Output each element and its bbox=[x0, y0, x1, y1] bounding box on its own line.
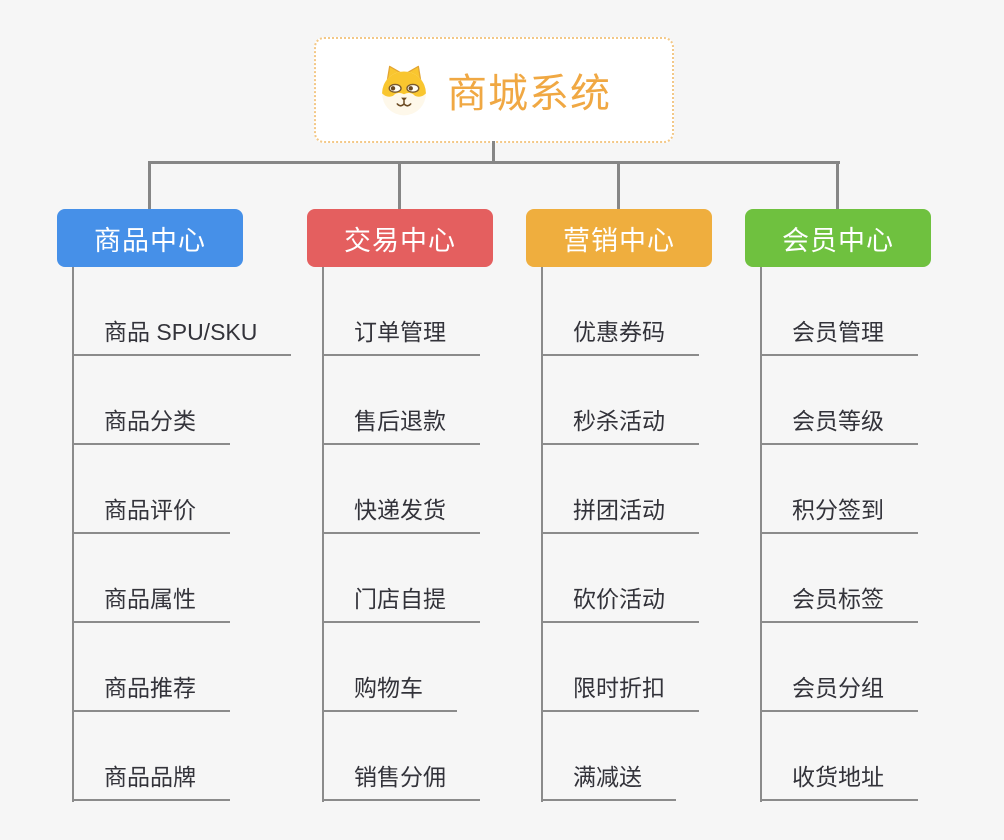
connector-root-stub bbox=[492, 141, 495, 164]
connector-branch-stub bbox=[398, 161, 401, 210]
connector-trunk bbox=[72, 267, 74, 802]
leaf-label: 限时折扣 bbox=[541, 669, 699, 712]
leaf-node[interactable]: 商品 SPU/SKU bbox=[72, 267, 292, 356]
leaf-label: 快递发货 bbox=[322, 491, 480, 534]
leaf-label: 会员标签 bbox=[760, 580, 918, 623]
connector-trunk bbox=[760, 267, 762, 802]
root-title: 商城系统 bbox=[447, 72, 611, 116]
leaf-node[interactable]: 砍价活动 bbox=[541, 534, 699, 623]
leaf-node[interactable]: 商品品牌 bbox=[72, 712, 291, 801]
leaf-label: 优惠券码 bbox=[541, 313, 699, 356]
leaf-node[interactable]: 快递发货 bbox=[322, 445, 480, 534]
branch-column-trade: 交易中心 订单管理 售后退款 快递发货 门店自提 购物车 销售分佣 bbox=[307, 209, 569, 802]
leaf-node[interactable]: 收货地址 bbox=[760, 712, 918, 801]
connector-trunk bbox=[322, 267, 324, 802]
leaf-label: 售后退款 bbox=[322, 402, 480, 445]
connector-branch-stub bbox=[617, 161, 620, 210]
leaf-label: 订单管理 bbox=[322, 313, 480, 356]
leaf-label: 会员管理 bbox=[760, 313, 918, 356]
branch-label: 交易中心 bbox=[344, 225, 456, 256]
leaf-node[interactable]: 购物车 bbox=[322, 623, 480, 712]
leaf-node[interactable]: 会员等级 bbox=[760, 356, 918, 445]
leaf-node[interactable]: 订单管理 bbox=[322, 267, 480, 356]
leaf-label: 销售分佣 bbox=[322, 758, 480, 801]
leaf-list: 订单管理 售后退款 快递发货 门店自提 购物车 销售分佣 bbox=[322, 267, 480, 801]
branch-column-members: 会员中心 会员管理 会员等级 积分签到 会员标签 会员分组 收货地址 bbox=[745, 209, 1004, 802]
leaf-node[interactable]: 会员管理 bbox=[760, 267, 918, 356]
leaf-node[interactable]: 限时折扣 bbox=[541, 623, 699, 712]
leaf-node[interactable]: 会员标签 bbox=[760, 534, 918, 623]
leaf-node[interactable]: 积分签到 bbox=[760, 445, 918, 534]
leaf-node[interactable]: 销售分佣 bbox=[322, 712, 480, 801]
leaf-list: 商品 SPU/SKU 商品分类 商品评价 商品属性 商品推荐 商品品牌 bbox=[72, 267, 292, 801]
branch-node-members[interactable]: 会员中心 bbox=[745, 209, 931, 267]
leaf-label: 会员等级 bbox=[760, 402, 918, 445]
leaf-label: 砍价活动 bbox=[541, 580, 699, 623]
leaf-node[interactable]: 门店自提 bbox=[322, 534, 480, 623]
leaf-node[interactable]: 商品评价 bbox=[72, 445, 291, 534]
leaf-label: 商品评价 bbox=[72, 491, 230, 534]
connector-branch-stub bbox=[836, 161, 839, 210]
leaf-label: 会员分组 bbox=[760, 669, 918, 712]
leaf-node[interactable]: 售后退款 bbox=[322, 356, 480, 445]
connector-horizontal-bar bbox=[148, 161, 840, 164]
leaf-label: 商品品牌 bbox=[72, 758, 230, 801]
branch-label: 会员中心 bbox=[782, 225, 894, 256]
leaf-label: 门店自提 bbox=[322, 580, 480, 623]
branch-node-products[interactable]: 商品中心 bbox=[57, 209, 243, 267]
leaf-label: 商品 SPU/SKU bbox=[72, 313, 292, 356]
connector-trunk bbox=[541, 267, 543, 802]
leaf-label: 秒杀活动 bbox=[541, 402, 699, 445]
leaf-node[interactable]: 优惠券码 bbox=[541, 267, 699, 356]
leaf-node[interactable]: 商品分类 bbox=[72, 356, 291, 445]
branch-node-marketing[interactable]: 营销中心 bbox=[526, 209, 712, 267]
leaf-node[interactable]: 商品属性 bbox=[72, 534, 291, 623]
leaf-label: 商品推荐 bbox=[72, 669, 230, 712]
leaf-label: 购物车 bbox=[322, 669, 457, 712]
root-node[interactable]: 商城系统 bbox=[314, 37, 674, 143]
branch-column-products: 商品中心 商品 SPU/SKU 商品分类 商品评价 商品属性 商品推荐 商品品牌 bbox=[57, 209, 319, 802]
leaf-label: 收货地址 bbox=[760, 758, 918, 801]
leaf-node[interactable]: 秒杀活动 bbox=[541, 356, 699, 445]
leaf-label: 满减送 bbox=[541, 758, 676, 801]
branch-column-marketing: 营销中心 优惠券码 秒杀活动 拼团活动 砍价活动 限时折扣 满减送 bbox=[526, 209, 788, 802]
leaf-label: 积分签到 bbox=[760, 491, 918, 534]
leaf-label: 商品属性 bbox=[72, 580, 230, 623]
leaf-node[interactable]: 满减送 bbox=[541, 712, 699, 801]
branch-label: 商品中心 bbox=[94, 225, 206, 256]
branch-node-trade[interactable]: 交易中心 bbox=[307, 209, 493, 267]
leaf-label: 拼团活动 bbox=[541, 491, 699, 534]
leaf-node[interactable]: 商品推荐 bbox=[72, 623, 291, 712]
leaf-node[interactable]: 会员分组 bbox=[760, 623, 918, 712]
branch-label: 营销中心 bbox=[563, 225, 675, 256]
connector-branch-stub bbox=[148, 161, 151, 210]
shiba-dog-icon bbox=[377, 63, 431, 117]
leaf-list: 会员管理 会员等级 积分签到 会员标签 会员分组 收货地址 bbox=[760, 267, 918, 801]
leaf-list: 优惠券码 秒杀活动 拼团活动 砍价活动 限时折扣 满减送 bbox=[541, 267, 699, 801]
leaf-node[interactable]: 拼团活动 bbox=[541, 445, 699, 534]
leaf-label: 商品分类 bbox=[72, 402, 230, 445]
